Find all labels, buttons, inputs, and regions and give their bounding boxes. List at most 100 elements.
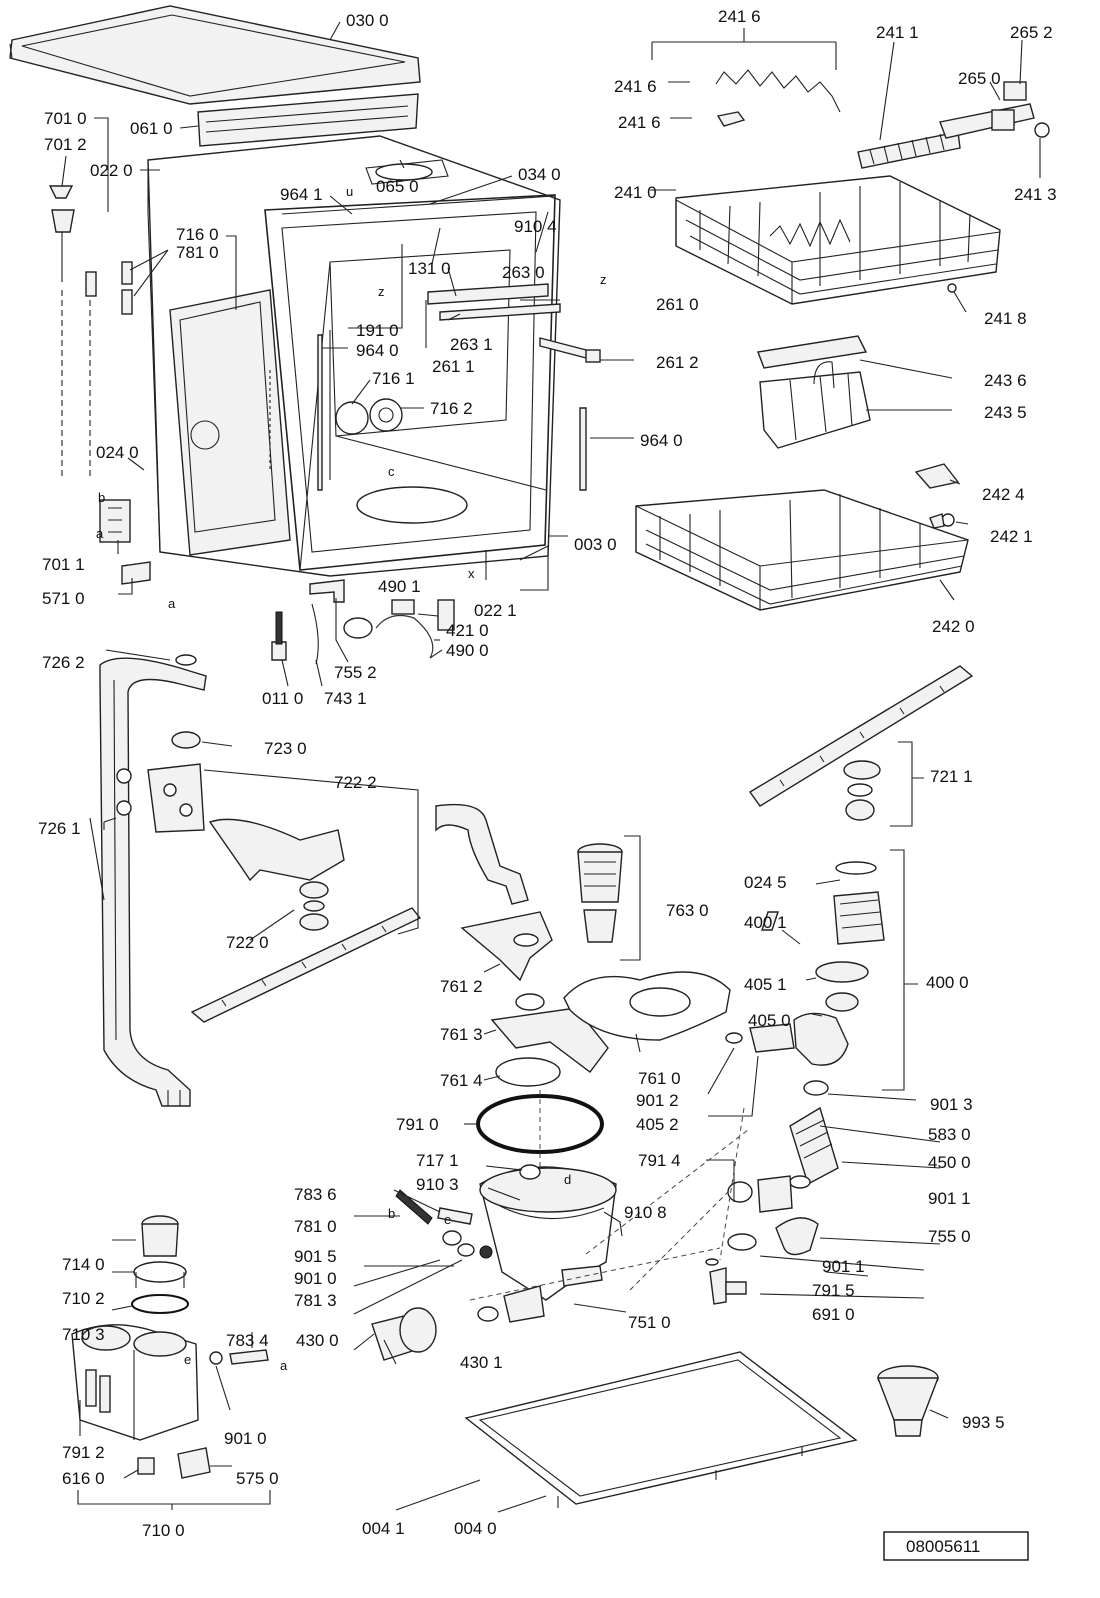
circulation-motor xyxy=(371,1307,437,1365)
softener-parts xyxy=(137,1349,269,1479)
letter-a-valve: a xyxy=(168,596,176,611)
label-583-0: 583 0 xyxy=(928,1125,971,1144)
label-263-0: 263 0 xyxy=(502,263,545,282)
cutlery-basket xyxy=(757,335,871,449)
salt-container-cap xyxy=(131,1215,189,1314)
label-901-1-b: 901 1 xyxy=(822,1257,865,1276)
label-430-1: 430 1 xyxy=(460,1353,503,1372)
label-034-0: 034 0 xyxy=(518,165,561,184)
base-tray xyxy=(464,1351,858,1508)
letter-x: x xyxy=(468,566,475,581)
label-241-3: 241 3 xyxy=(1014,185,1057,204)
label-261-1: 261 1 xyxy=(432,357,475,376)
label-022-1: 022 1 xyxy=(474,601,517,620)
letter-b-top: b xyxy=(98,490,105,505)
salt-funnel xyxy=(876,1365,940,1437)
label-710-2: 710 2 xyxy=(62,1289,105,1308)
label-710-0: 710 0 xyxy=(142,1521,185,1540)
leader-lines xyxy=(61,21,1041,1513)
label-405-0: 405 0 xyxy=(748,1011,791,1030)
label-781-3: 781 3 xyxy=(294,1291,337,1310)
label-691-0: 691 0 xyxy=(812,1305,855,1324)
supply-pipe xyxy=(99,654,207,1107)
label-714-0: 714 0 xyxy=(62,1255,105,1274)
label-722-2: 722 2 xyxy=(334,773,377,792)
label-022-0: 022 0 xyxy=(90,161,133,180)
letter-c: c xyxy=(388,464,395,479)
label-722-0: 722 0 xyxy=(226,933,269,952)
label-781-0-mid: 781 0 xyxy=(294,1217,337,1236)
cutlery-rack-top xyxy=(857,131,961,169)
letter-z-left: z xyxy=(378,284,385,299)
label-243-5: 243 5 xyxy=(984,403,1027,422)
label-191-0: 191 0 xyxy=(356,321,399,340)
label-400-1: 400 1 xyxy=(744,913,787,932)
label-781-0-top: 781 0 xyxy=(176,243,219,262)
label-490-1: 490 1 xyxy=(378,577,421,596)
letter-b-mid: b xyxy=(388,1206,395,1221)
label-791-2: 791 2 xyxy=(62,1443,105,1462)
basket-rail xyxy=(939,81,1050,139)
label-791-5: 791 5 xyxy=(812,1281,855,1300)
label-024-0: 024 0 xyxy=(96,443,139,462)
label-571-0: 571 0 xyxy=(42,589,85,608)
label-761-0: 761 0 xyxy=(638,1069,681,1088)
label-421-0: 421 0 xyxy=(446,621,489,640)
label-430-0: 430 0 xyxy=(296,1331,339,1350)
label-400-0: 400 0 xyxy=(926,973,969,992)
label-901-5: 901 5 xyxy=(294,1247,337,1266)
label-791-4: 791 4 xyxy=(638,1151,681,1170)
label-405-1: 405 1 xyxy=(744,975,787,994)
letter-a-top: a xyxy=(96,526,104,541)
label-242-1: 242 1 xyxy=(990,527,1033,546)
label-261-2: 261 2 xyxy=(656,353,699,372)
foot-adjuster xyxy=(271,611,287,661)
label-755-0: 755 0 xyxy=(928,1227,971,1246)
label-910-3: 910 3 xyxy=(416,1175,459,1194)
label-004-0: 004 0 xyxy=(454,1519,497,1538)
flow-sensor xyxy=(705,1258,747,1305)
upper-basket xyxy=(675,175,1001,305)
label-261-0: 261 0 xyxy=(656,295,699,314)
label-755-2: 755 2 xyxy=(334,663,377,682)
label-265-0: 265 0 xyxy=(958,69,1001,88)
connection-letters: z z u c x b a a d e b e a xyxy=(96,184,607,1373)
sump-housing xyxy=(477,1164,617,1323)
label-723-0: 723 0 xyxy=(264,739,307,758)
reference-number: 08005611 xyxy=(906,1537,980,1556)
label-616-0: 616 0 xyxy=(62,1469,105,1488)
label-716-0: 716 0 xyxy=(176,225,219,244)
label-901-0-low: 901 0 xyxy=(224,1429,267,1448)
cabinet-frame xyxy=(147,135,601,591)
label-701-0: 701 0 xyxy=(44,109,87,128)
label-242-0: 242 0 xyxy=(932,617,975,636)
label-901-0: 901 0 xyxy=(294,1269,337,1288)
label-061-0: 061 0 xyxy=(130,119,173,138)
aqua-stop-valve xyxy=(121,561,151,585)
label-721-1: 721 1 xyxy=(930,767,973,786)
water-softener xyxy=(71,1324,199,1441)
part-labels: 030 0 061 0 022 0 701 0 701 2 065 0 034 … xyxy=(38,7,1057,1540)
inner-pipe xyxy=(435,803,529,905)
lower-spray-arm-assembly xyxy=(748,665,974,821)
label-242-4: 242 4 xyxy=(982,485,1025,504)
sump-hoses xyxy=(395,1189,493,1259)
label-910-8: 910 8 xyxy=(624,1203,667,1222)
label-241-1: 241 1 xyxy=(876,23,919,42)
label-405-2: 405 2 xyxy=(636,1115,679,1134)
label-726-2: 726 2 xyxy=(42,653,85,672)
door-spring-parts xyxy=(48,185,133,480)
label-701-1: 701 1 xyxy=(42,555,85,574)
label-024-5: 024 5 xyxy=(744,873,787,892)
label-901-3: 901 3 xyxy=(930,1095,973,1114)
label-241-6-b: 241 6 xyxy=(618,113,661,132)
label-241-8: 241 8 xyxy=(984,309,1027,328)
label-726-1: 726 1 xyxy=(38,819,81,838)
label-743-1: 743 1 xyxy=(324,689,367,708)
label-450-0: 450 0 xyxy=(928,1153,971,1172)
label-575-0: 575 0 xyxy=(236,1469,279,1488)
label-761-4: 761 4 xyxy=(440,1071,483,1090)
label-716-2: 716 2 xyxy=(430,399,473,418)
label-716-1: 716 1 xyxy=(372,369,415,388)
